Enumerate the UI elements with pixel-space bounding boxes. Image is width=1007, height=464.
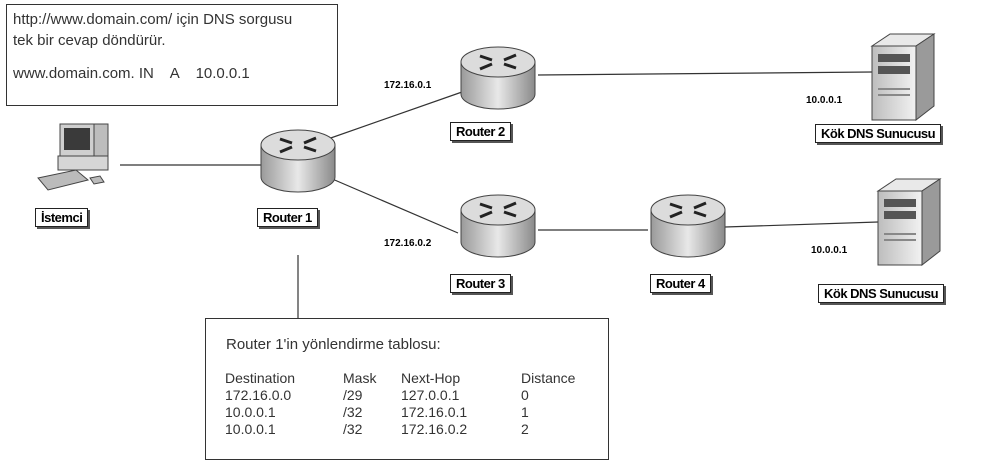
link-router4-server-bottom	[724, 221, 879, 228]
server-bottom-icon	[876, 178, 942, 267]
client-label: İstemci	[35, 208, 89, 227]
cell-next-hop: 127.0.0.1	[401, 386, 460, 403]
router3-icon	[460, 194, 536, 258]
header-distance: Distance	[521, 369, 576, 386]
dns-note-line-2: tek bir cevap döndürür.	[13, 32, 166, 49]
cell-mask: /32	[343, 420, 363, 437]
cell-distance: 1	[521, 403, 529, 420]
routing-table-title: Router 1'in yönlendirme tablosu:	[226, 336, 441, 353]
header-destination: Destination	[225, 369, 296, 386]
cell-mask: /32	[343, 403, 363, 420]
cell-distance: 2	[521, 420, 529, 437]
table-row: 172.16.0.0 /29 127.0.0.1 0	[225, 386, 575, 403]
cell-mask: /29	[343, 386, 363, 403]
cell-destination: 10.0.0.1	[225, 420, 276, 437]
dns-note-line-1: http://www.domain.com/ için DNS sorgusu	[13, 11, 293, 28]
header-mask: Mask	[343, 369, 377, 386]
cell-next-hop: 172.16.0.1	[401, 403, 468, 420]
server-top-label: Kök DNS Sunucusu	[815, 124, 942, 143]
dns-note-line-3: www.domain.com. IN A 10.0.0.1	[13, 65, 250, 82]
router3-ip: 172.16.0.2	[384, 238, 432, 249]
link-router1-router2	[324, 91, 463, 141]
client-computer-icon	[37, 123, 109, 191]
server-bottom-label: Kök DNS Sunucusu	[818, 284, 945, 303]
cell-next-hop: 172.16.0.2	[401, 420, 468, 437]
router4-icon	[650, 194, 726, 258]
link-router1-router3	[329, 177, 459, 234]
server-top-icon	[870, 33, 936, 122]
server-bottom-ip: 10.0.0.1	[811, 245, 848, 256]
table-row: 10.0.0.1 /32 172.16.0.2 2	[225, 420, 575, 437]
link-router2-server-top	[537, 71, 873, 76]
router1-label: Router 1	[257, 208, 318, 227]
routing-table-box	[205, 318, 609, 460]
router4-label: Router 4	[650, 274, 711, 293]
router3-label: Router 3	[450, 274, 511, 293]
cell-destination: 10.0.0.1	[225, 403, 276, 420]
router2-label: Router 2	[450, 122, 511, 141]
router1-icon	[260, 129, 336, 193]
server-top-ip: 10.0.0.1	[806, 95, 843, 106]
table-row: 10.0.0.1 /32 172.16.0.1 1	[225, 403, 575, 420]
cell-destination: 172.16.0.0	[225, 386, 292, 403]
routing-table: Destination Mask Next-Hop Distance 172.1…	[225, 369, 575, 437]
routing-table-header: Destination Mask Next-Hop Distance	[225, 369, 575, 386]
cell-distance: 0	[521, 386, 529, 403]
router2-icon	[460, 46, 536, 110]
router2-ip: 172.16.0.1	[384, 80, 432, 91]
header-next-hop: Next-Hop	[401, 369, 461, 386]
dns-note-box: http://www.domain.com/ için DNS sorgusu …	[6, 4, 338, 106]
